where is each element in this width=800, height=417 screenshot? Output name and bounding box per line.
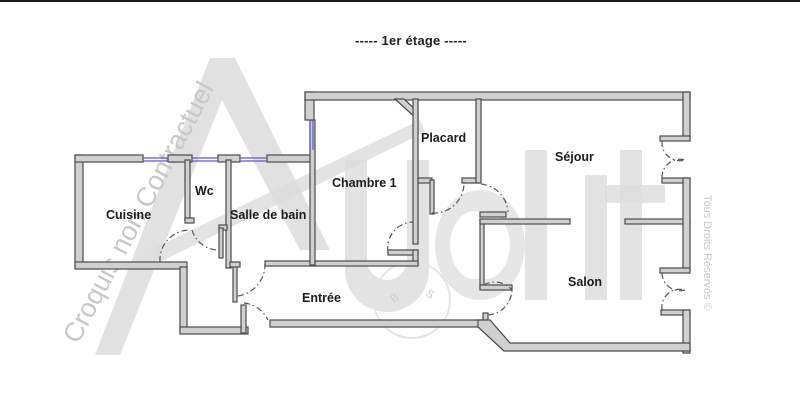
svg-text:S: S [423, 288, 436, 302]
room-label-salon: Salon [568, 275, 602, 289]
room-label-salle-de-bain: Salle de bain [230, 208, 306, 222]
top-border [0, 0, 800, 2]
room-label-sejour: Séjour [555, 150, 594, 164]
room-label-chambre-1: Chambre 1 [332, 176, 397, 190]
floor-title: ----- 1er étage ----- [355, 33, 467, 48]
watermark-logo [95, 58, 665, 355]
room-label-entree: Entrée [302, 291, 341, 305]
windows [143, 120, 314, 162]
room-label-wc: Wc [195, 184, 214, 198]
door-swings [159, 140, 686, 321]
walls [74, 91, 691, 354]
watermark-right-text: Tous Droits Réservés © [701, 195, 713, 311]
room-label-placard: Placard [421, 131, 466, 145]
room-label-cuisine: Cuisine [106, 208, 151, 222]
